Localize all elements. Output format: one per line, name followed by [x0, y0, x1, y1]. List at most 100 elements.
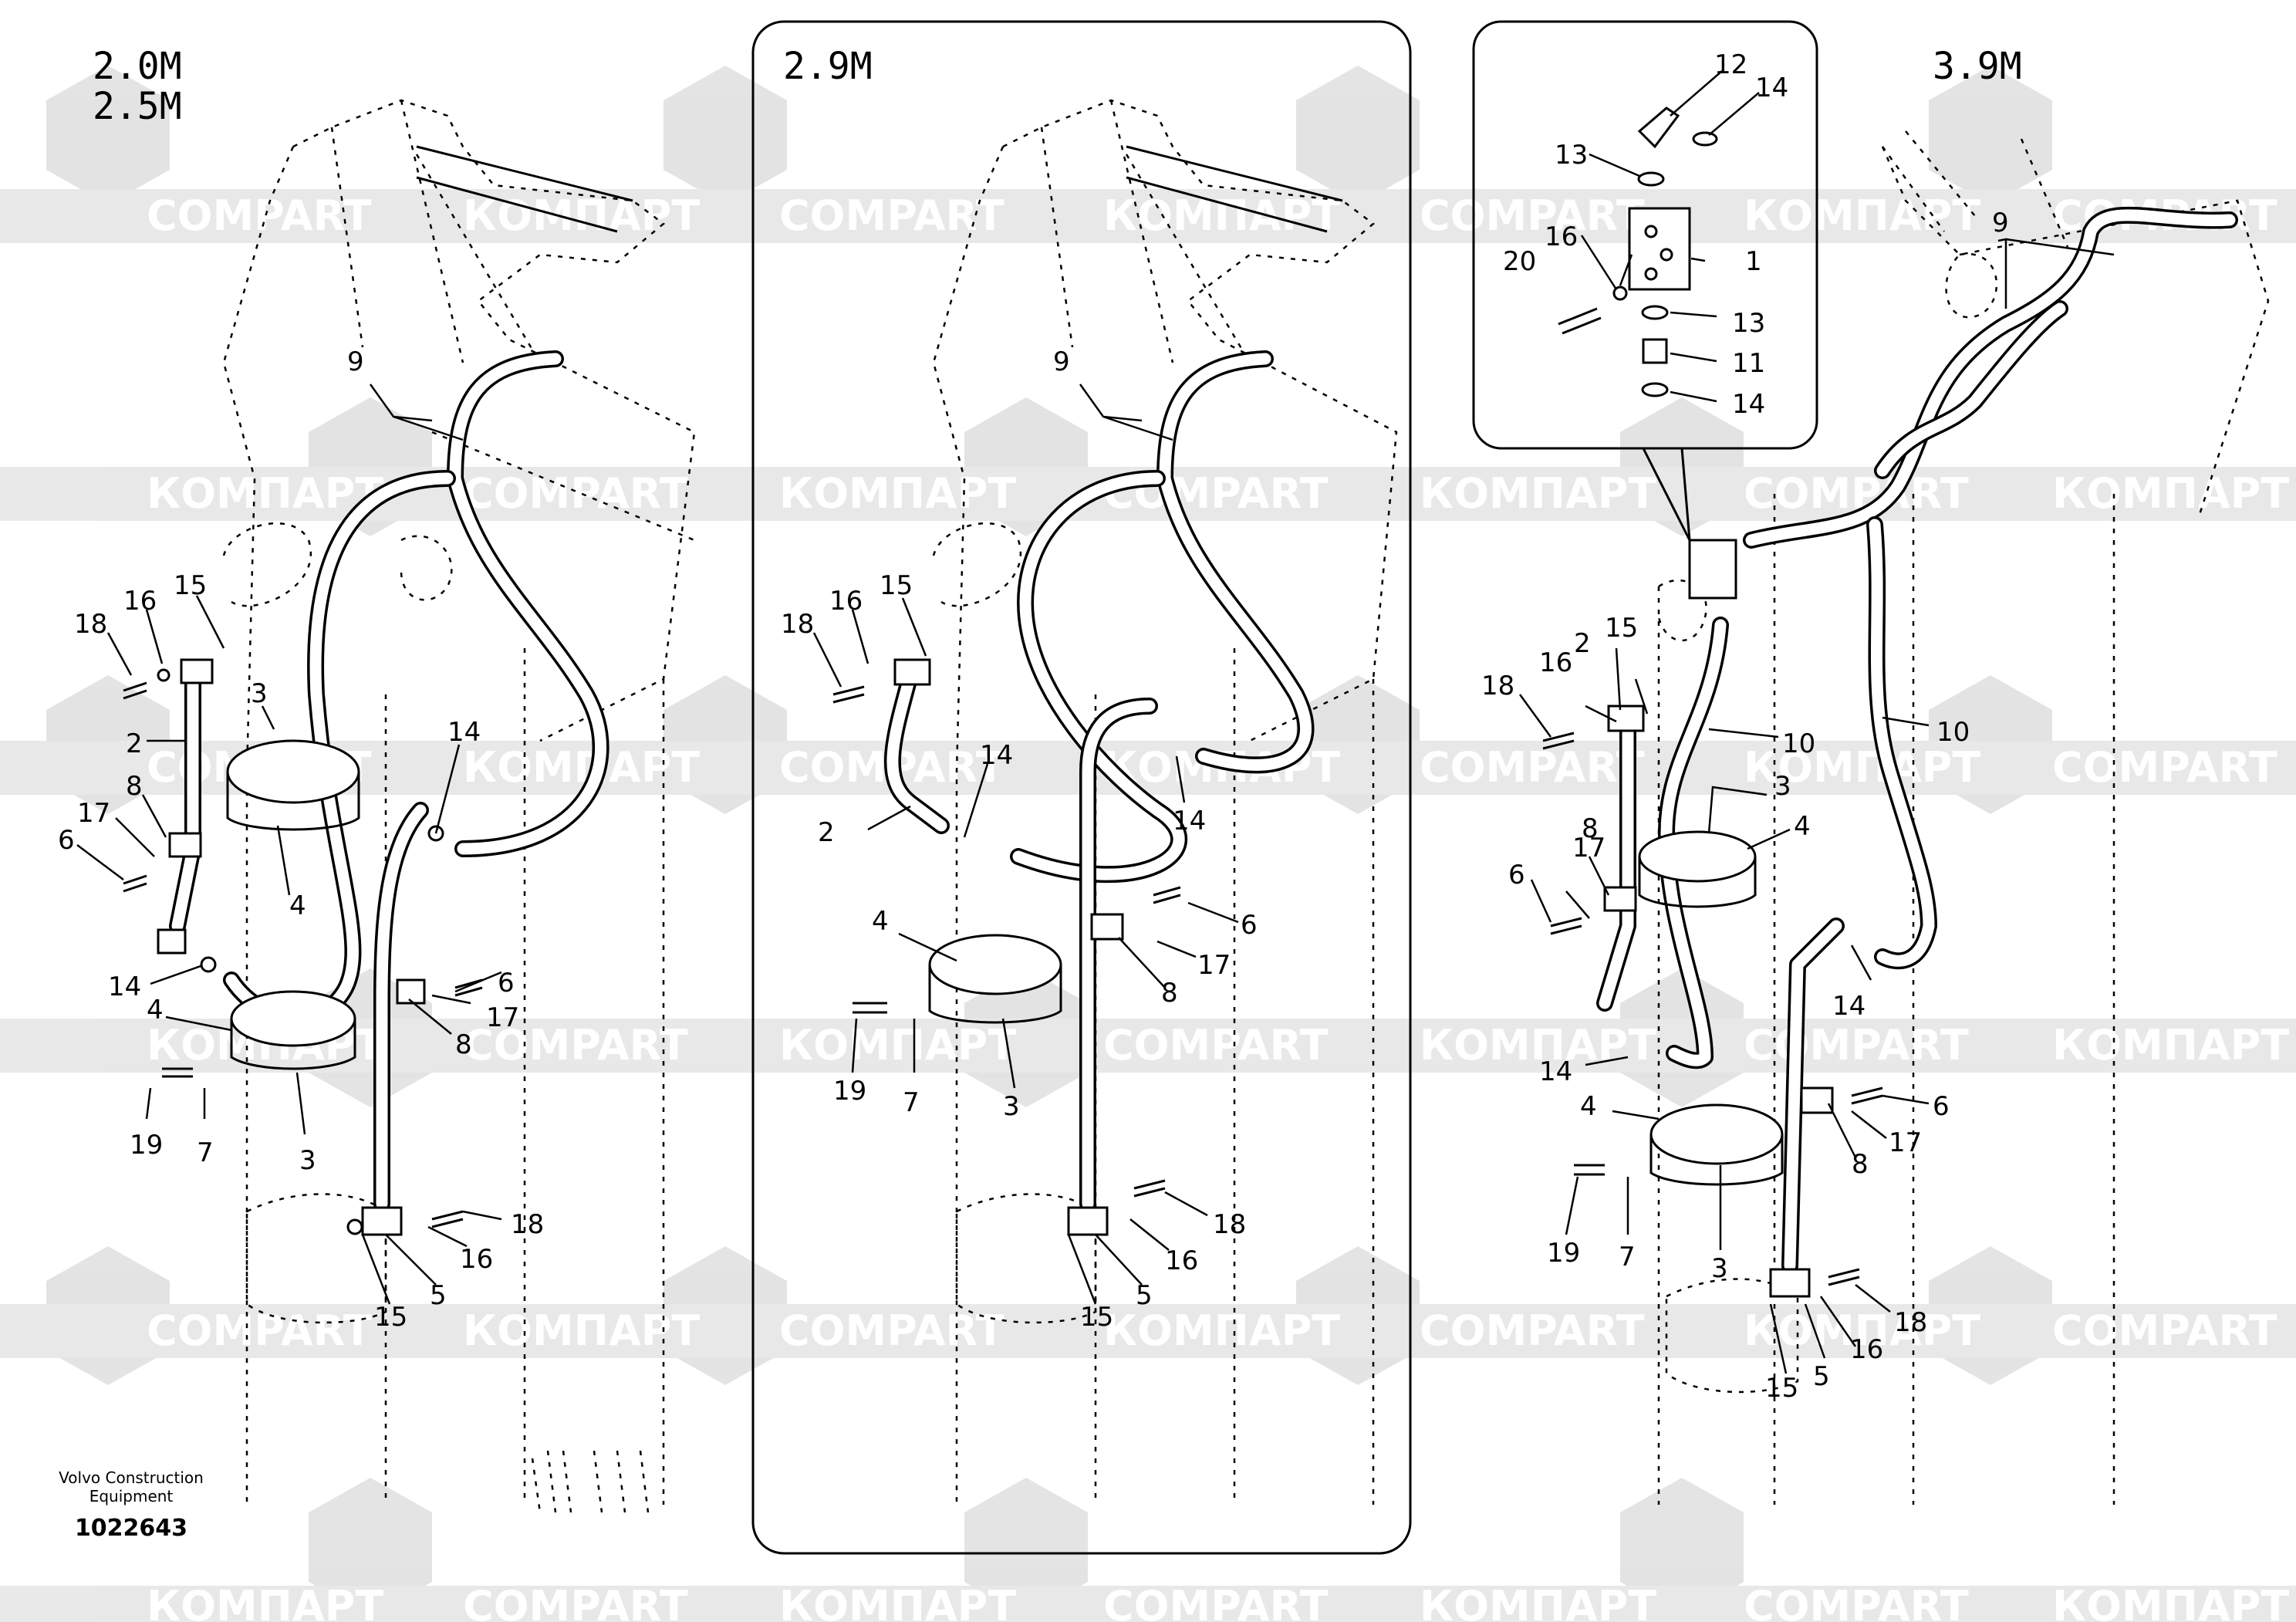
- block-5: [1769, 1268, 1811, 1298]
- watermark-hex: [663, 1246, 787, 1385]
- callout: 2: [1574, 628, 1591, 659]
- callout: 14: [1732, 389, 1765, 420]
- block-8: [168, 832, 202, 858]
- panel-frame-middle: [751, 20, 1412, 1555]
- bolt-6: [123, 874, 147, 893]
- watermark-text: COMPART: [1420, 743, 1645, 792]
- watermark-text: КОМПАРТ: [463, 1306, 700, 1355]
- callout: 6: [58, 825, 75, 856]
- watermark-text: КОМПАРТ: [147, 1582, 383, 1622]
- block-8: [1090, 913, 1124, 941]
- watermark-hex: [1620, 1478, 1744, 1617]
- callout: 13: [1732, 308, 1765, 339]
- watermark-text: КОМПАРТ: [147, 469, 383, 518]
- washer-16: [157, 668, 171, 682]
- clamp-4: [928, 934, 1062, 995]
- clamp-4-lower: [1649, 1103, 1784, 1165]
- bolt-20: [1558, 307, 1602, 335]
- drawing-number: 1022643: [75, 1515, 187, 1542]
- watermark-text: COMPART: [147, 191, 372, 240]
- callout: 4: [1580, 1091, 1597, 1122]
- watermark-hex: [46, 1246, 170, 1385]
- callout: 3: [1711, 1253, 1728, 1284]
- watermark-text: COMPART: [2052, 743, 2277, 792]
- callout: 17: [77, 798, 110, 829]
- callout: 3: [1774, 771, 1791, 802]
- callout: 10: [1782, 728, 1815, 759]
- watermark-text: КОМПАРТ: [1744, 743, 1980, 792]
- callout: 3: [251, 678, 268, 709]
- callout: 8: [1852, 1149, 1869, 1180]
- manufacturer-line2: Equipment: [89, 1487, 174, 1505]
- callout: 15: [880, 570, 913, 601]
- clamp-4: [1638, 830, 1757, 883]
- bolt-6-right: [1851, 1086, 1883, 1105]
- callout: 2: [818, 817, 835, 848]
- watermark-text: COMPART: [1103, 1021, 1329, 1070]
- bolt-6: [1550, 917, 1582, 935]
- callout: 8: [1161, 978, 1178, 1009]
- watermark-text: КОМПАРТ: [1103, 191, 1340, 240]
- bolt-18: [1542, 732, 1575, 750]
- callout: 16: [123, 586, 157, 617]
- callout: 14: [1832, 991, 1866, 1022]
- callout: 4: [147, 995, 164, 1026]
- watermark-text: КОМПАРТ: [779, 1021, 1016, 1070]
- block-5: [1067, 1206, 1109, 1236]
- callout: 4: [872, 906, 889, 937]
- callout: 18: [781, 609, 814, 640]
- block-8: [1603, 886, 1637, 912]
- watermark-text: КОМПАРТ: [463, 743, 700, 792]
- callout: 11: [1732, 348, 1765, 379]
- callout: 15: [1765, 1373, 1798, 1404]
- callout: 20: [1503, 246, 1536, 277]
- callout: 8: [455, 1029, 472, 1060]
- fitting-11: [1642, 338, 1668, 364]
- callout: 7: [197, 1137, 214, 1168]
- oring-13: [1637, 171, 1665, 187]
- callout: 10: [1936, 717, 1970, 748]
- watermark-text: КОМПАРТ: [1420, 469, 1656, 518]
- watermark-hex: [46, 66, 170, 204]
- watermark-hex: [46, 675, 170, 814]
- callout: 6: [1241, 910, 1258, 941]
- block-5: [361, 1206, 403, 1236]
- callout: 16: [1165, 1245, 1198, 1276]
- elbow-12: [1637, 106, 1680, 149]
- callout: 17: [1197, 950, 1231, 981]
- block-8-right: [1800, 1086, 1834, 1114]
- bolt-19: [162, 1067, 193, 1078]
- washer-16: [1612, 286, 1628, 301]
- bolt-18-bottom: [1828, 1268, 1860, 1286]
- clamp-3: [226, 739, 360, 804]
- watermark-hex: [1296, 66, 1420, 204]
- callout: 14: [1755, 73, 1788, 103]
- right-assembly: [1542, 130, 2270, 1505]
- callouts-inset: 12 14 13 16 20 1 13 11 14: [1503, 49, 1788, 420]
- panel-title: 2.0M: [93, 45, 182, 88]
- callout: 17: [486, 1002, 519, 1033]
- callout: 16: [829, 586, 863, 617]
- callout: 14: [980, 740, 1013, 771]
- callout: 14: [108, 972, 141, 1002]
- watermark-hex: [309, 397, 432, 536]
- watermark-hex: [1620, 397, 1744, 536]
- callout: 8: [1582, 813, 1599, 844]
- inset-frame-right: [1472, 20, 1818, 450]
- callout: 17: [1889, 1127, 1922, 1158]
- callout: 17: [1572, 833, 1606, 863]
- watermark-text: COMPART: [463, 1582, 688, 1622]
- callout: 7: [1619, 1242, 1636, 1272]
- callout: 16: [1850, 1334, 1883, 1365]
- watermark-hex: [964, 968, 1088, 1107]
- oring-15: [346, 1218, 363, 1235]
- leader-lines: [76, 70, 2115, 1374]
- watermark-hex: [1929, 66, 2052, 204]
- panel-title: 2.5M: [93, 85, 182, 128]
- bolt-18: [832, 685, 865, 704]
- valve-block-1: [1628, 207, 1691, 291]
- callout: 9: [1053, 346, 1070, 377]
- callout: 5: [430, 1280, 447, 1311]
- watermark-hex: [1296, 675, 1420, 814]
- callout: 18: [511, 1209, 544, 1240]
